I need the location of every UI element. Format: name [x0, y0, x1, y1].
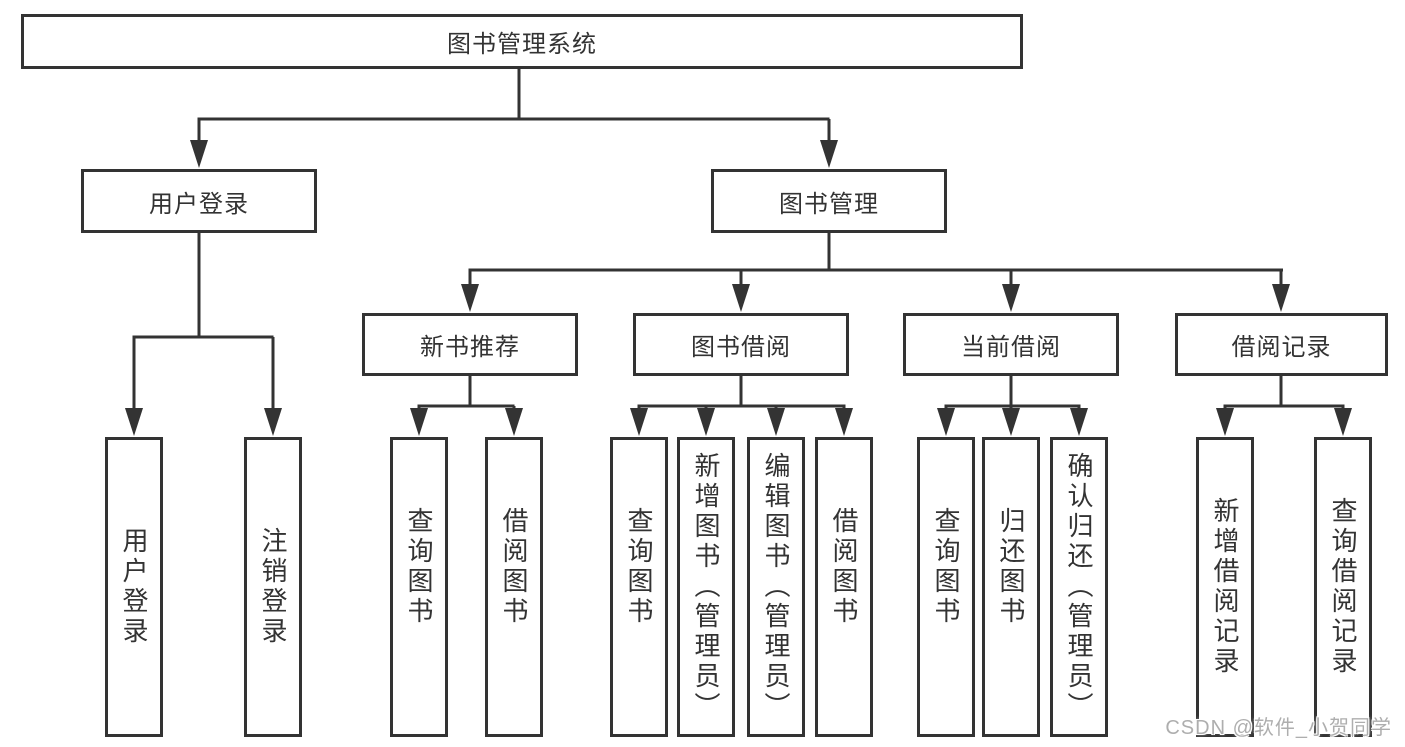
leaf-current-query-books-label: 查询图书 [931, 507, 961, 627]
leaf-borrow-add-books-admin: 新增图书（管理员） [677, 437, 735, 737]
leaf-records-query-record: 查询借阅记录 [1314, 437, 1372, 737]
leaf-borrow-edit-books-admin-label: 编辑图书（管理员） [761, 452, 791, 722]
leaf-borrow-borrow-books: 借阅图书 [815, 437, 873, 737]
leaf-recommend-query-books: 查询图书 [390, 437, 448, 737]
leaf-borrow-edit-books-admin: 编辑图书（管理员） [747, 437, 805, 737]
node-current-borrow: 当前借阅 [903, 313, 1119, 376]
csdn-watermark: CSDN @软件_小贺同学 [1165, 717, 1392, 739]
leaf-records-add-record-label: 新增借阅记录 [1210, 497, 1240, 677]
node-book-borrow: 图书借阅 [633, 313, 849, 376]
leaf-user-login-label: 用户登录 [119, 527, 149, 647]
node-book-management: 图书管理 [711, 169, 947, 233]
leaf-current-query-books: 查询图书 [917, 437, 975, 737]
leaf-current-return-books: 归还图书 [982, 437, 1040, 737]
leaf-current-confirm-return-admin: 确认归还（管理员） [1050, 437, 1108, 737]
leaf-recommend-borrow-books-label: 借阅图书 [499, 507, 529, 627]
leaf-logout-label: 注销登录 [258, 527, 288, 647]
leaf-logout: 注销登录 [244, 437, 302, 737]
node-user-login: 用户登录 [81, 169, 317, 233]
leaf-recommend-query-books-label: 查询图书 [404, 507, 434, 627]
leaf-borrow-query-books-label: 查询图书 [624, 507, 654, 627]
node-borrow-records-label: 借阅记录 [1231, 334, 1332, 361]
node-current-borrow-label: 当前借阅 [961, 334, 1061, 361]
node-book-management-label: 图书管理 [779, 190, 879, 218]
leaf-current-confirm-return-admin-label: 确认归还（管理员） [1064, 452, 1094, 722]
node-new-book-recommend-label: 新书推荐 [420, 334, 520, 361]
node-root-system-label: 图书管理系统 [447, 31, 597, 58]
node-user-login-label: 用户登录 [149, 190, 249, 218]
leaf-current-return-books-label: 归还图书 [996, 507, 1026, 627]
node-new-book-recommend: 新书推荐 [362, 313, 578, 376]
leaf-records-query-record-label: 查询借阅记录 [1328, 497, 1358, 677]
leaf-borrow-add-books-admin-label: 新增图书（管理员） [691, 452, 721, 722]
node-root-system: 图书管理系统 [21, 14, 1023, 69]
leaf-recommend-borrow-books: 借阅图书 [485, 437, 543, 737]
node-book-borrow-label: 图书借阅 [691, 334, 791, 361]
node-borrow-records: 借阅记录 [1175, 313, 1388, 376]
leaf-borrow-query-books: 查询图书 [610, 437, 668, 737]
leaf-borrow-borrow-books-label: 借阅图书 [829, 507, 859, 627]
leaf-records-add-record: 新增借阅记录 [1196, 437, 1254, 737]
leaf-user-login: 用户登录 [105, 437, 163, 737]
